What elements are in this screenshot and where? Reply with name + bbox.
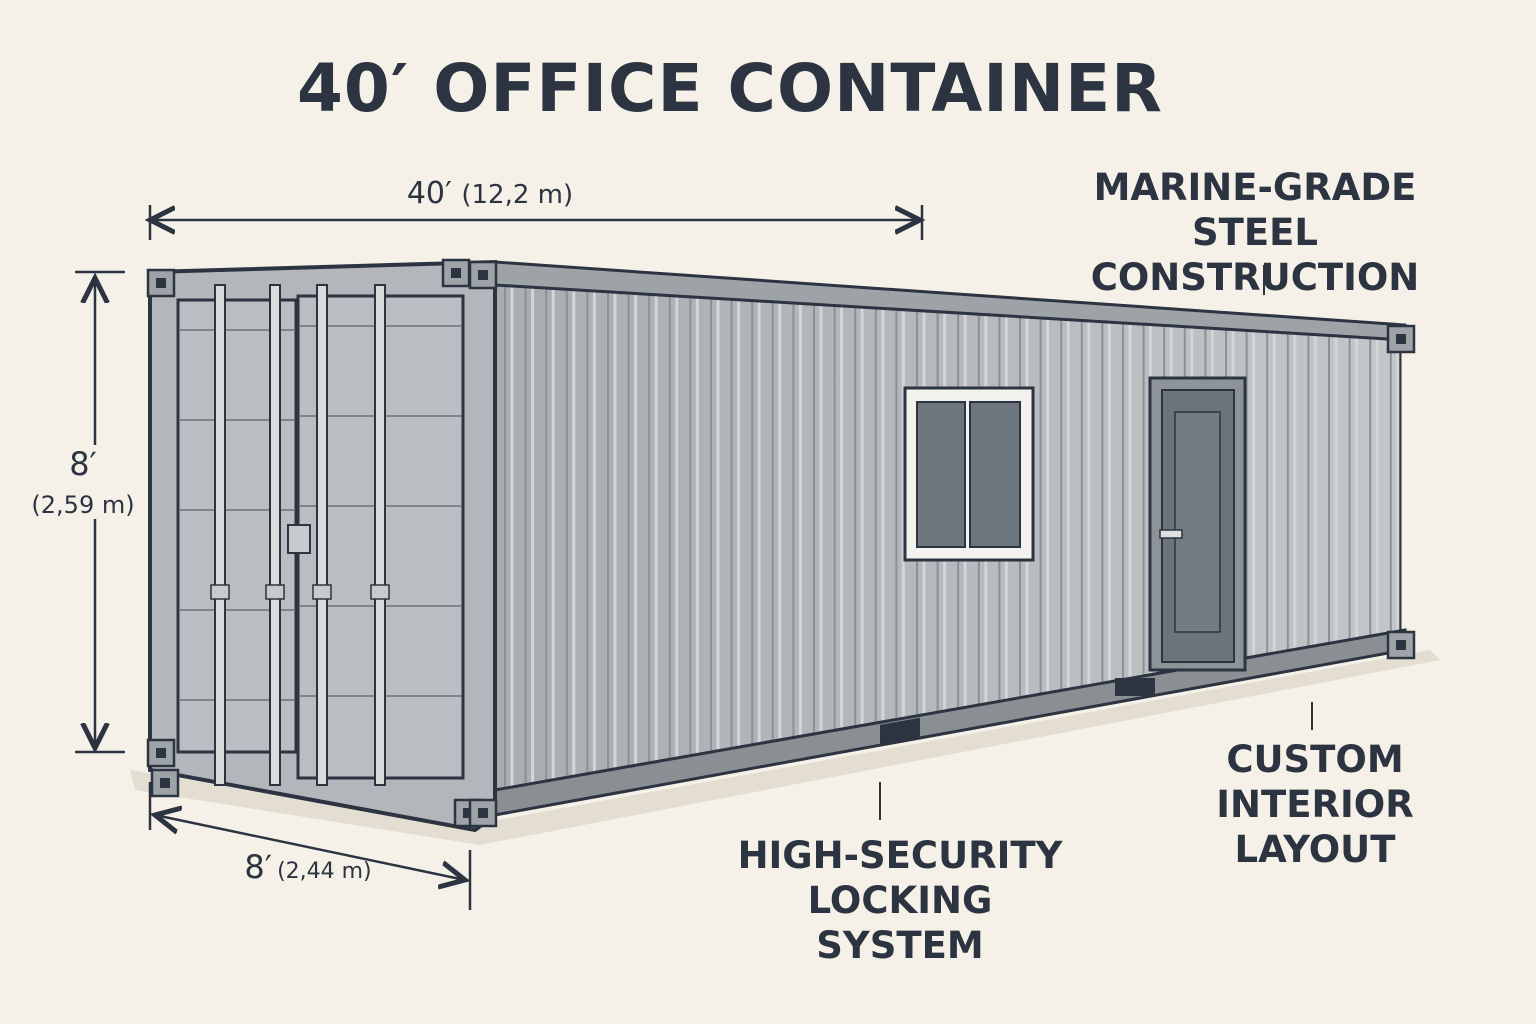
lock-bar bbox=[214, 284, 226, 786]
height-m: (2,59 m) bbox=[31, 491, 135, 519]
corner-casting-hole bbox=[478, 808, 488, 818]
lock-bar bbox=[374, 284, 386, 786]
width-dimension-label: 8′ (2,44 m) bbox=[228, 848, 388, 886]
side-window-glass-right bbox=[969, 401, 1021, 548]
lock-handle bbox=[265, 584, 285, 600]
corner-casting-hole bbox=[160, 778, 170, 788]
door-panel bbox=[1174, 411, 1221, 633]
forklift-pocket bbox=[880, 717, 920, 745]
height-dimension-label: 8′ (2,59 m) bbox=[18, 445, 148, 519]
forklift-pocket bbox=[1115, 678, 1155, 696]
lock-handle bbox=[210, 584, 230, 600]
corner-casting-hole bbox=[1396, 334, 1406, 344]
locking-system-callout: HIGH-SECURITY LOCKING SYSTEM bbox=[737, 834, 1063, 968]
length-dimension-label: 40′ (12,2 m) bbox=[380, 176, 600, 211]
corner-casting-hole bbox=[451, 268, 461, 278]
length-m: (12,2 m) bbox=[461, 180, 574, 210]
page-title: 40′ OFFICE CONTAINER bbox=[296, 50, 1163, 127]
side-window-glass-left bbox=[916, 401, 966, 548]
width-ft: 8′ bbox=[244, 848, 272, 886]
door-handle bbox=[1159, 529, 1183, 539]
lock-bar bbox=[316, 284, 328, 786]
width-dimension-arrow bbox=[155, 815, 465, 880]
lock-bars bbox=[210, 284, 390, 786]
length-ft: 40′ bbox=[406, 176, 452, 211]
corner-casting-hole bbox=[1396, 640, 1406, 650]
corner-casting bbox=[146, 738, 176, 768]
lock-bar bbox=[269, 284, 281, 786]
custom-interior-callout: CUSTOM INTERIOR LAYOUT bbox=[1216, 738, 1414, 872]
lock-handle bbox=[312, 584, 332, 600]
corner-casting-hole bbox=[156, 278, 166, 288]
lock-handle bbox=[370, 584, 390, 600]
lock-box bbox=[287, 524, 311, 554]
corner-casting-hole bbox=[478, 270, 488, 280]
height-ft: 8′ bbox=[69, 445, 97, 483]
corner-casting bbox=[468, 260, 498, 290]
corner-casting-hole bbox=[156, 748, 166, 758]
steel-construction-callout: MARINE-GRADE STEEL CONSTRUCTION bbox=[1090, 166, 1420, 300]
width-m: (2,44 m) bbox=[277, 859, 372, 884]
